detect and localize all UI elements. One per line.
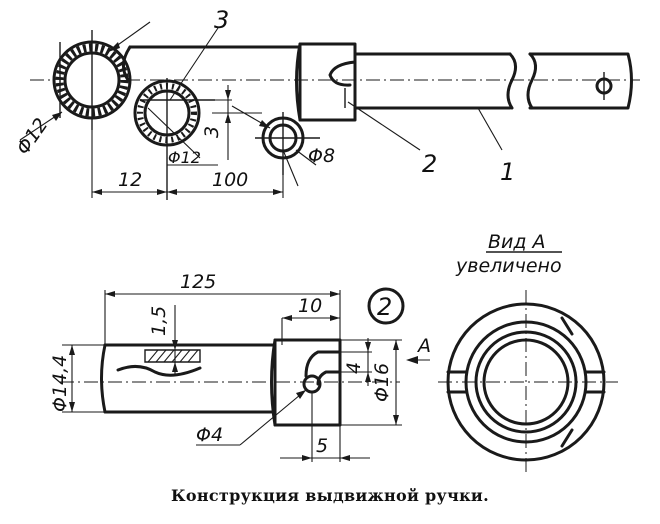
detail-view: 125 10 1,5 Φ14,4 4 Φ16 <box>49 271 431 462</box>
dim-pin-4: Φ4 <box>196 424 223 446</box>
part-label-1: 1 <box>500 158 515 186</box>
dim-offset: 3 <box>201 126 223 138</box>
dim-hole-diameter: Φ12 <box>168 148 201 167</box>
dim-outer-16: Φ16 <box>371 363 393 402</box>
view-arrow-label: А <box>416 335 431 357</box>
top-assembly-view: 3 2 1 Φ12 Φ12 Φ8 3 12 100 <box>12 6 640 200</box>
dim-slot-4: 4 <box>343 362 365 374</box>
hatched-ring <box>52 30 132 130</box>
dim-spacing-100: 100 <box>212 169 248 191</box>
small-ring <box>255 112 320 175</box>
view-a: Вид А увеличено <box>438 231 618 475</box>
dim-offset-5: 5 <box>316 435 328 457</box>
dim-ring-diameter: Φ12 <box>12 114 52 159</box>
part-label-2: 2 <box>422 150 437 178</box>
figure-caption: Конструкция выдвижной ручки. <box>171 486 489 505</box>
view-a-title: Вид А <box>488 231 546 253</box>
dim-collar-10: 10 <box>298 295 322 317</box>
ring-3 <box>133 78 215 200</box>
dim-depth-1-5: 1,5 <box>148 306 170 336</box>
dim-diameter-14-4: Φ14,4 <box>49 355 71 412</box>
dim-spacing-12: 12 <box>118 169 142 191</box>
dim-length-125: 125 <box>180 271 216 293</box>
callout-2: 2 <box>377 293 392 321</box>
part-label-3: 3 <box>214 6 229 34</box>
view-a-subtitle: увеличено <box>455 255 562 277</box>
handle-body <box>122 42 633 122</box>
dim-small-diameter: Φ8 <box>308 145 335 167</box>
